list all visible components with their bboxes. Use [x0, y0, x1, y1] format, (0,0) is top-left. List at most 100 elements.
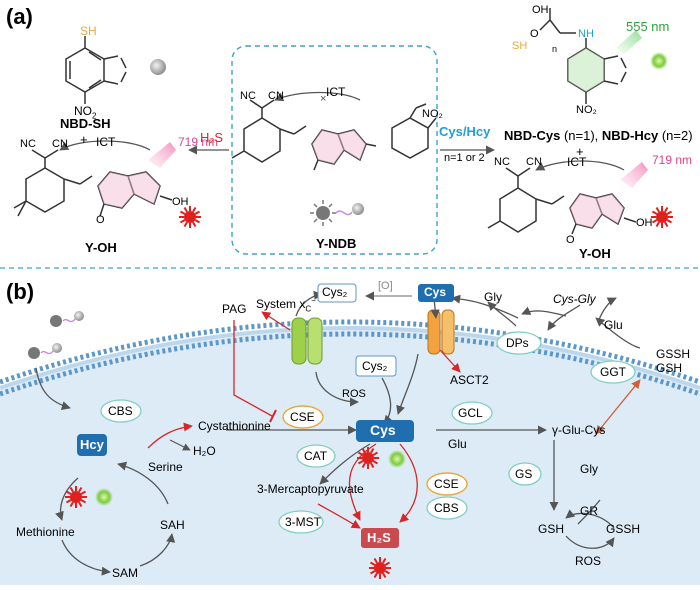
nbd-sh-name: NBD-SH [60, 116, 111, 131]
system-xc-sub: C [305, 304, 312, 314]
system-xc-transporter-icon [291, 317, 323, 365]
gly-arrow [487, 301, 517, 327]
gcl-oval [451, 401, 493, 425]
right-oh: OH [532, 4, 549, 16]
methionine-label: Methionine [16, 525, 75, 539]
gssh-outside: GSSH [656, 347, 691, 361]
quencher-ball-icon [150, 59, 166, 75]
green-emission-icon [650, 52, 668, 70]
red-sun-icon-hcy [65, 486, 87, 508]
ict-arrow-left [59, 140, 151, 151]
ggt-oval [590, 360, 636, 384]
cys-gly: Cys-Gly [553, 292, 596, 306]
gs-label: GS [515, 467, 533, 481]
gs-oval [508, 462, 542, 486]
asct2-label: ASCT2 [450, 373, 489, 387]
cys-center-box [356, 420, 414, 442]
panel-a-label: (a) [6, 4, 33, 29]
plus-left: + [80, 132, 88, 147]
cse-right-oval [426, 472, 468, 496]
mst-oval [278, 510, 324, 534]
cat-label: CAT [304, 449, 328, 463]
hcy-to-cystathionine-arrow [147, 422, 193, 449]
panel-b-label: (b) [6, 279, 35, 304]
cbs-right-label: CBS [434, 501, 459, 515]
cbs-left-oval [100, 399, 142, 423]
ict-arrow-probe [274, 91, 361, 102]
system-xc-label: System xC− [256, 296, 316, 313]
nbd-cys-name: NBD-Cys [504, 128, 561, 143]
right-hydroxyl: OH [636, 217, 653, 229]
serine-label: Serine [148, 460, 183, 474]
right-cyano: NC [494, 156, 510, 168]
emission-beam-green [616, 30, 642, 54]
ict-right: ICT [567, 155, 587, 169]
nbd-sh-nitro: NO2 [74, 104, 97, 121]
hcy-label: Hcy [80, 437, 104, 452]
h2s-label: H₂S [367, 530, 391, 545]
cys-top-box [418, 284, 454, 302]
cse-left-oval [282, 405, 324, 429]
mst-label: 3-MST [285, 515, 321, 529]
dps-to-cys-arrow [451, 294, 519, 319]
cse-left-label: CSE [290, 410, 315, 424]
right-products-label: NBD-Cys (n=1), NBD-Hcy (n=2) [504, 128, 693, 143]
right-nitro: NO₂ [576, 104, 597, 116]
reagent-h2s: H₂S [200, 130, 224, 145]
gr-arrow [565, 509, 615, 529]
glu-mid: Glu [448, 437, 467, 451]
dps-label: DPs [506, 336, 529, 350]
gsh-outside: GSH [656, 361, 683, 375]
probe-cyano: NC [240, 90, 256, 102]
green-emission-icon-hcy [95, 488, 113, 506]
cat-arrow [319, 443, 371, 485]
cbs-right-oval [426, 496, 468, 520]
emission-beam-right [620, 162, 648, 188]
left-oxo: O [96, 214, 105, 226]
asct2-in-arrow [396, 353, 419, 415]
emission-beam-left [148, 142, 176, 168]
membrane-inner [0, 331, 700, 397]
gamma-glu-cys: γ-Glu-Cys [552, 423, 606, 437]
y-ndb-name: Y-NDB [316, 236, 357, 251]
plus-right: + [576, 144, 584, 159]
nbd-cys-n: (n=1), [560, 128, 602, 143]
coumarin-fill-right [570, 194, 624, 228]
mercaptopyruvate: 3-Mercaptopyruvate [257, 482, 364, 496]
glu-release-arrow [597, 297, 617, 323]
xc-export-arrow [261, 311, 291, 331]
right-sh: SH [512, 40, 528, 52]
nbd-fill-right [568, 48, 604, 92]
coumarin-fill-probe [312, 130, 366, 164]
red-emission-icons [65, 206, 673, 579]
coumarin-fill-left [98, 172, 160, 208]
system-xc-sup: − [311, 296, 316, 305]
oxidation-label: [O] [378, 280, 393, 292]
reagent-cys-hcy: Cys/Hcy [439, 124, 491, 139]
nbd-sh-nitro-text: NO [74, 104, 92, 118]
h2o-arrow [169, 439, 191, 451]
ict-arrow-right [535, 160, 625, 171]
pag-inhibit-line [233, 320, 273, 417]
hcy-to-met-arrow [55, 477, 79, 521]
mst-arrow [317, 503, 361, 529]
cys-gly-arrow [547, 304, 581, 331]
probe-dye-icon [310, 200, 364, 226]
gsh-cycle-top [577, 499, 601, 525]
sam-to-sah-arrow [139, 533, 176, 567]
right-cyano-2: CN [526, 156, 542, 168]
ros-mid: ROS [342, 388, 366, 400]
cys2-outside: Cys₂ [322, 285, 348, 299]
emission-green: 555 nm [626, 19, 670, 34]
probe-frame [231, 45, 438, 255]
ggt-label: GGT [600, 365, 626, 379]
asct2-transporter-icon [427, 309, 455, 355]
nbd-hcy-n: (n=2) [658, 128, 693, 143]
cys-to-h2s-arrow-right [399, 443, 418, 523]
right-o: O [530, 28, 539, 40]
left-hydroxyl: OH [172, 196, 189, 208]
cystathionine: Cystathionine [198, 419, 271, 433]
nbd-sh-thiol: SH [80, 24, 97, 38]
